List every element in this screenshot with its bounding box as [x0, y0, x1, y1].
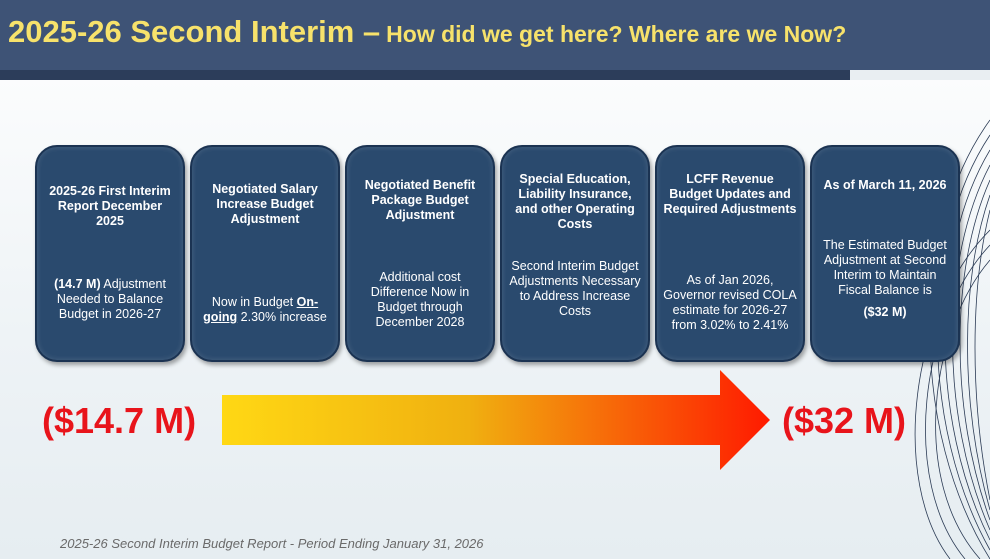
- card-body: Additional cost Difference Now in Budget…: [370, 270, 470, 329]
- progress-arrow-icon: [222, 370, 770, 470]
- card-body-underline: On-going: [203, 295, 319, 324]
- card-body-end: 2.30% increase: [237, 310, 327, 324]
- card-salary: Negotiated Salary Increase Budget Adjust…: [190, 145, 340, 362]
- card-body: Now in Budget On-going 2.30% increase: [196, 295, 334, 325]
- card-body: (14.7 M) Adjustment Needed to Balance Bu…: [41, 277, 179, 322]
- card-first-interim: 2025-26 First Interim Report December 20…: [35, 145, 185, 362]
- card-heading: Negotiated Salary Increase Budget Adjust…: [212, 182, 318, 226]
- slide-title: 2025-26 Second Interim –How did we get h…: [8, 14, 846, 50]
- card-body-text: Now in Budget: [211, 295, 297, 309]
- card-heading: LCFF Revenue Budget Updates and Required…: [663, 172, 797, 216]
- card-current: As of March 11, 2026 The Estimated Budge…: [810, 145, 960, 362]
- card-heading: As of March 11, 2026: [823, 178, 947, 192]
- card-heading: Negotiated Benefit Package Budget Adjust…: [364, 178, 476, 222]
- card-body: The Estimated Budget Adjustment at Secon…: [823, 238, 947, 297]
- card-body-bold: (14.7 M): [54, 277, 101, 291]
- card-heading: 2025-26 First Interim Report December 20…: [49, 184, 171, 228]
- footer-text: 2025-26 Second Interim Budget Report - P…: [60, 536, 484, 551]
- card-body-bold: ($32 M): [863, 305, 907, 319]
- end-amount: ($32 M): [782, 400, 907, 441]
- card-body: As of Jan 2026, Governor revised COLA es…: [663, 273, 797, 332]
- card-benefit: Negotiated Benefit Package Budget Adjust…: [345, 145, 495, 362]
- title-main: 2025-26 Second Interim –: [8, 14, 381, 49]
- card-body-text: Adjustment Needed to Balance Budget in 2…: [56, 277, 166, 321]
- card-heading: Special Education, Liability Insurance, …: [515, 172, 635, 231]
- card-body: Second Interim Budget Adjustments Necess…: [509, 259, 641, 318]
- title-stripe: [0, 70, 990, 80]
- title-bar: 2025-26 Second Interim –How did we get h…: [0, 0, 990, 70]
- start-amount: ($14.7 M): [42, 400, 197, 441]
- card-lcff: LCFF Revenue Budget Updates and Required…: [655, 145, 805, 362]
- card-operating-costs: Special Education, Liability Insurance, …: [500, 145, 650, 362]
- stripe-gap: [850, 70, 990, 80]
- title-sub: How did we get here? Where are we Now?: [386, 21, 847, 47]
